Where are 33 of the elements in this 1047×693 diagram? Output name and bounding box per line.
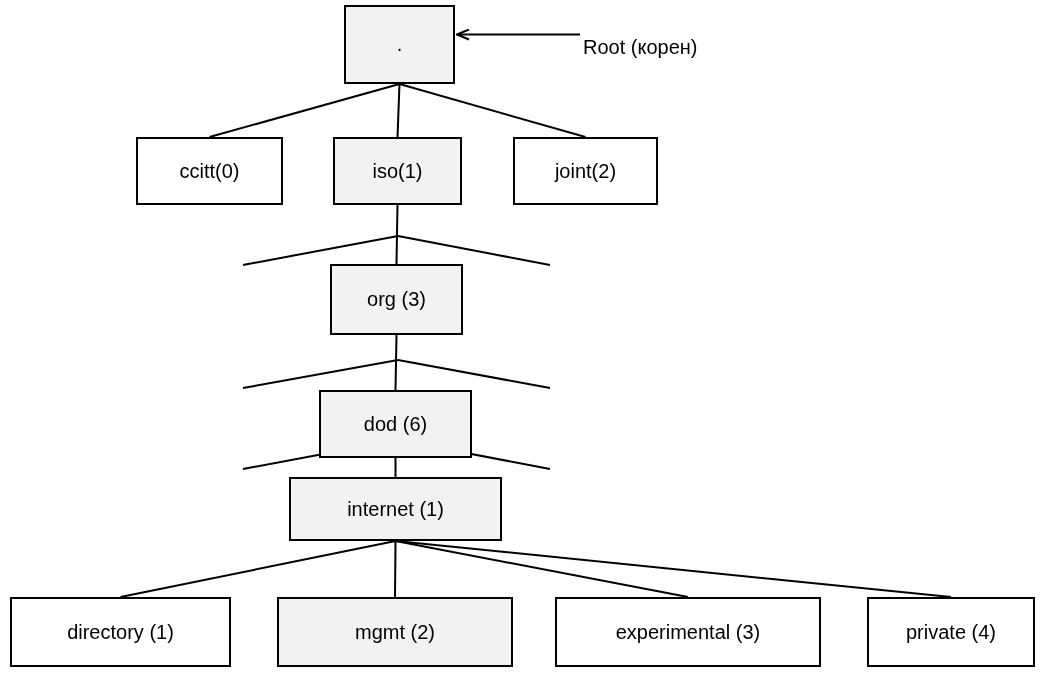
tree-line	[396, 83, 401, 138]
tree-node-box	[330, 264, 463, 335]
tree-line	[394, 457, 397, 478]
node-label: dod (6)	[363, 412, 428, 436]
tree-node-box	[319, 390, 472, 458]
tree-node-box	[289, 477, 502, 541]
tree-node-box	[136, 137, 283, 205]
tree-line	[394, 540, 397, 598]
tree-line	[208, 83, 401, 138]
arrow	[456, 28, 581, 41]
node-label: .	[396, 33, 403, 56]
tree-node-box	[344, 5, 455, 84]
tree-node-box	[333, 137, 462, 205]
tree-line	[119, 540, 397, 598]
node-label: org (3)	[367, 288, 426, 311]
node-label: internet (1)	[347, 497, 444, 521]
node-label: experimental (3)	[615, 620, 761, 644]
tree-node-box	[555, 597, 821, 667]
node-label: ccitt(0)	[179, 159, 240, 183]
node-label: private (4)	[906, 620, 996, 644]
node-label: joint(2)	[554, 159, 617, 183]
tree-node-box	[513, 137, 658, 205]
tree-node-box	[277, 597, 513, 667]
tree-node-box	[10, 597, 231, 667]
tree-line	[394, 540, 952, 598]
tree-line	[394, 334, 398, 391]
node-label: Root (корен)	[583, 35, 698, 59]
tree-node-box	[867, 597, 1035, 667]
tree-line	[395, 204, 399, 265]
node-label: directory (1)	[67, 620, 174, 644]
node-label: iso(1)	[372, 159, 423, 183]
node-label: mgmt (2)	[355, 620, 435, 644]
tree-line	[398, 83, 587, 138]
